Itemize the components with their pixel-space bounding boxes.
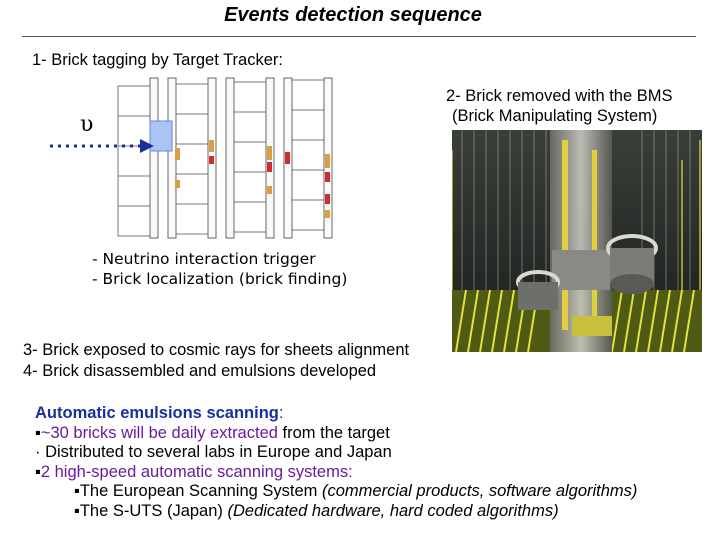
- note-trigger: - Neutrino interaction trigger: [92, 250, 316, 268]
- neutrino-symbol: υ: [80, 112, 94, 137]
- tagged-brick: [149, 120, 173, 152]
- scanning-sub-1: ▪The European Scanning System (commercia…: [74, 482, 638, 500]
- title-divider: [22, 36, 696, 37]
- scanning-line-3: ▪2 high-speed automatic scanning systems…: [35, 462, 353, 481]
- step-2-text-line1: 2- Brick removed with the BMS: [446, 87, 673, 105]
- brick-column-1: [117, 85, 151, 237]
- step-1-text: 1- Brick tagging by Target Tracker:: [32, 51, 283, 69]
- scanning-section: Automatic emulsions scanning: ▪~30 brick…: [35, 404, 637, 521]
- step-3-text: 3- Brick exposed to cosmic rays for shee…: [23, 341, 410, 359]
- scanning-sub-2: ▪The S-UTS (Japan) (Dedicated hardware, …: [74, 501, 559, 520]
- bms-photo: [452, 130, 702, 352]
- page-title: Events detection sequence: [224, 4, 482, 26]
- tracker-hits: [175, 140, 330, 218]
- step-4-text: 4- Brick disassembled and emulsions deve…: [23, 362, 377, 380]
- step-2-text-line2: (Brick Manipulating System): [452, 107, 658, 125]
- scanning-line-1: ▪~30 bricks will be daily extracted from…: [35, 423, 390, 442]
- arrow-head-icon: [140, 139, 154, 153]
- brick-column-2: [175, 83, 209, 235]
- scanning-heading: Automatic emulsions scanning:: [35, 404, 284, 422]
- scanning-line-2: · Distributed to several labs in Europe …: [35, 443, 392, 461]
- tracker-plane-2: [167, 77, 177, 239]
- note-localization: - Brick localization (brick finding): [92, 270, 348, 288]
- brick-column-3: [233, 81, 267, 233]
- brick-column-4: [291, 79, 325, 231]
- tracker-plane-4: [225, 77, 235, 239]
- tracker-plane-1: [149, 77, 159, 239]
- tracker-notes: - Neutrino interaction trigger - Brick l…: [92, 249, 347, 289]
- target-tracker-diagram: [50, 77, 333, 239]
